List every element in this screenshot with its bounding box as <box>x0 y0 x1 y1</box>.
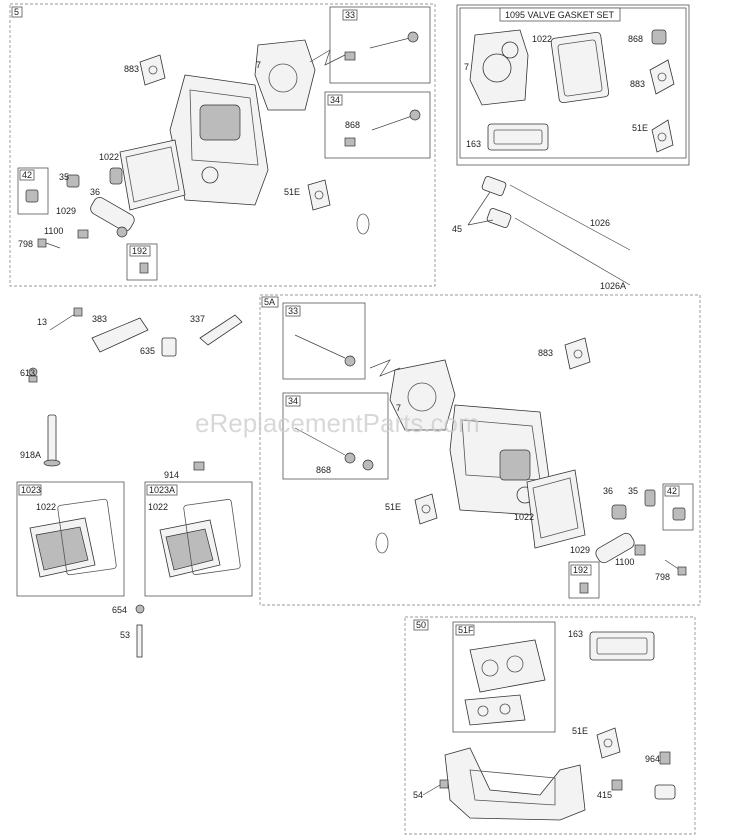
group-5A-frame <box>259 294 701 606</box>
intake-manifold <box>444 747 586 821</box>
label-51E-a: 51E <box>284 187 300 197</box>
group-5-label: 5 <box>14 7 19 17</box>
label-35-b: 35 <box>628 486 638 496</box>
label-337: 337 <box>190 314 205 324</box>
label-36-b: 36 <box>603 486 613 496</box>
label-33-b: 33 <box>288 306 298 316</box>
label-415: 415 <box>597 790 612 800</box>
label-1100-b: 1100 <box>615 557 634 567</box>
label-53: 53 <box>120 630 130 640</box>
label-635: 635 <box>140 346 155 356</box>
label-45: 45 <box>452 224 462 234</box>
label-1029-a: 1029 <box>56 206 76 216</box>
label-1100-a: 1100 <box>44 226 63 236</box>
label-914: 914 <box>164 470 179 480</box>
label-35-a: 35 <box>59 172 69 182</box>
group-5-frame <box>9 3 436 287</box>
label-613: 613 <box>20 368 35 378</box>
label-163-b: 163 <box>568 629 583 639</box>
gs-1022: 1022 <box>532 34 552 44</box>
label-383: 383 <box>92 314 107 324</box>
valve-cover-gasket-shape <box>550 31 610 104</box>
label-964: 964 <box>645 754 660 764</box>
group-5A-label: 5A <box>264 297 275 307</box>
label-1022-a: 1022 <box>99 152 119 162</box>
gs-883: 883 <box>630 79 645 89</box>
gs-163: 163 <box>466 139 481 149</box>
label-54: 54 <box>413 790 423 800</box>
label-1022-d: 1022 <box>148 502 168 512</box>
label-868-b: 868 <box>316 465 331 475</box>
label-42-a: 42 <box>22 170 32 180</box>
label-1026: 1026 <box>590 218 610 228</box>
label-13: 13 <box>37 317 47 327</box>
gs-51E: 51E <box>632 123 648 133</box>
label-798-b: 798 <box>655 572 670 582</box>
label-51E-c: 51E <box>572 726 588 736</box>
group-51F-label: 51F <box>458 625 474 635</box>
gs-868: 868 <box>628 34 643 44</box>
label-51E-b: 51E <box>385 502 401 512</box>
group-1023A-label: 1023A <box>149 485 175 495</box>
group-1023-label: 1023 <box>21 485 41 495</box>
gs-7: 7 <box>464 62 469 72</box>
label-192-b: 192 <box>573 565 588 575</box>
label-1029-b: 1029 <box>570 545 590 555</box>
label-1022-b: 1022 <box>514 512 534 522</box>
label-42-b: 42 <box>667 486 677 496</box>
label-798-a: 798 <box>18 239 33 249</box>
label-34-a: 34 <box>330 95 340 105</box>
label-1026A: 1026A <box>600 281 626 291</box>
gasket-set-frame <box>456 4 690 166</box>
label-654: 654 <box>112 605 127 615</box>
label-918A: 918A <box>20 450 41 460</box>
label-192-a: 192 <box>132 246 147 256</box>
label-36-a: 36 <box>90 187 100 197</box>
label-34-b: 34 <box>288 396 298 406</box>
label-7-a: 7 <box>256 60 261 70</box>
label-883-b: 883 <box>538 348 553 358</box>
label-868-a: 868 <box>345 120 360 130</box>
label-33-a: 33 <box>345 10 355 20</box>
label-7-b: 7 <box>396 403 401 413</box>
label-1022-c: 1022 <box>36 502 56 512</box>
group-50-frame <box>404 616 696 835</box>
watermark: eReplacementParts.com <box>195 408 480 438</box>
label-883-a: 883 <box>124 64 139 74</box>
gasket-set-title: 1095 VALVE GASKET SET <box>505 10 615 20</box>
group-50-label: 50 <box>416 620 426 630</box>
